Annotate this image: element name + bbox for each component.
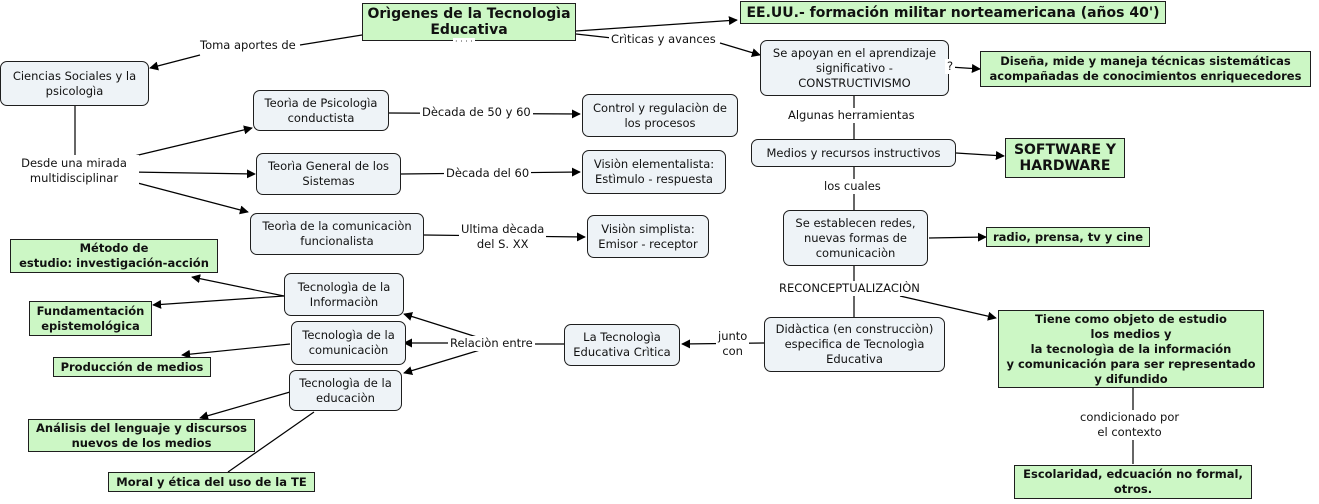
edge-relacion-tecinfo — [403, 312, 481, 339]
edge-medios-software — [955, 151, 1005, 160]
node-redes[interactable]: Se establecen redes, nuevas formas de co… — [783, 210, 928, 266]
link-label-d5060: Dècada de 50 y 60 — [420, 105, 533, 120]
link-label-herramientas: Algunas herramientas — [786, 108, 917, 123]
edge-tecinfo-metodo — [191, 274, 285, 297]
edge-tecinfo-fundamentacion — [152, 295, 285, 309]
link-label-relacion: Relaciòn entre — [448, 336, 535, 351]
link-label-condicionado: condicionado por el contexto — [1078, 410, 1182, 440]
node-escolaridad[interactable]: Escolaridad, edcuación no formal, otros. — [1014, 465, 1252, 499]
node-moral[interactable]: Moral y ética del uso de la TE — [108, 472, 315, 492]
edge-mirada-comunicacion — [129, 180, 249, 215]
link-label-reconcept: RECONCEPTUALIZACIÒN — [777, 281, 922, 296]
edge-mirada-sistemas — [129, 169, 256, 179]
node-comunicacion-func[interactable]: Teorìa de la comunicaciòn funcionalista — [250, 213, 424, 255]
node-simplista[interactable]: Visiòn simplista: Emisor - receptor — [587, 215, 709, 258]
link-label-q: ? — [945, 59, 956, 74]
edge-redes-radio — [928, 232, 987, 242]
node-tec-info[interactable]: Tecnologìa de la Informaciòn — [284, 273, 404, 316]
edge-origenes-criticas — [575, 33, 613, 39]
node-radio[interactable]: radio, prensa, tv y cine — [986, 227, 1150, 247]
node-disena[interactable]: Diseña, mide y maneja técnicas sistemáti… — [980, 51, 1311, 87]
link-label-ultima: Ultima dècada del S. XX — [459, 222, 547, 252]
node-fundamentacion[interactable]: Fundamentación epistemológica — [29, 301, 152, 336]
node-produccion[interactable]: Producción de medios — [53, 357, 211, 377]
link-label-d60: Dècada del 60 — [444, 166, 532, 181]
edge-tecedu-moral — [227, 411, 315, 473]
node-software[interactable]: SOFTWARE Y HARDWARE — [1005, 138, 1125, 178]
node-objeto[interactable]: Tiene como objeto de estudio los medios … — [998, 310, 1264, 388]
node-apoyan[interactable]: Se apoyan en el aprendizaje significativ… — [760, 40, 949, 96]
node-psico-conductista[interactable]: Teorìa de Psicologìa conductista — [253, 90, 389, 131]
node-tec-com[interactable]: Tecnologìa de la comunicaciòn — [291, 321, 406, 365]
node-analisis[interactable]: Análisis del lenguaje y discursos nuevos… — [28, 419, 255, 452]
link-label-cuales: los cuales — [822, 179, 883, 194]
link-label-dots: · · · · — [453, 37, 475, 46]
edge-criticas-apoyan — [719, 42, 761, 57]
edge-mirada-conductista — [129, 125, 253, 158]
node-general-sistemas[interactable]: Teorìa General de los Sistemas — [256, 153, 401, 195]
node-eeuu[interactable]: EE.UU.- formación militar norteamericana… — [740, 1, 1166, 24]
node-elementalista[interactable]: Visiòn elementalista: Estìmulo - respues… — [582, 150, 726, 194]
edge-toma-ciencias — [149, 54, 201, 71]
node-control[interactable]: Control y regulaciòn de los procesos — [582, 94, 738, 137]
edge-teccom-produccion — [181, 343, 291, 359]
node-ciencias[interactable]: Ciencias Sociales y la psicologìa — [0, 61, 149, 106]
node-metodo[interactable]: Método de estudio: investigación-acción — [10, 239, 218, 273]
edge-tecedu-analisis — [199, 391, 291, 421]
edge-origenes-eeuu — [575, 16, 738, 32]
edge-origenes-toma — [299, 34, 363, 46]
node-didactica[interactable]: Didàctica (en construcciòn) especifica d… — [764, 317, 945, 372]
link-label-criticas: Crìticas y avances — [609, 32, 718, 47]
edge-redes-objeto — [899, 295, 997, 321]
node-mirada[interactable]: Desde una mirada multidisciplinar — [9, 155, 139, 187]
node-origenes[interactable]: Orìgenes de la Tecnologìa Educativa — [362, 3, 576, 41]
link-label-junto: junto con — [716, 329, 750, 359]
edge-relacion-tecedu — [403, 349, 481, 375]
node-medios[interactable]: Medios y recursos instructivos — [751, 139, 956, 167]
node-tec-edu[interactable]: Tecnologìa de la educaciòn — [289, 370, 402, 411]
link-label-toma: Toma aportes de — [198, 38, 298, 53]
node-tec-crit[interactable]: La Tecnologìa Educativa Crìtica — [564, 324, 680, 366]
